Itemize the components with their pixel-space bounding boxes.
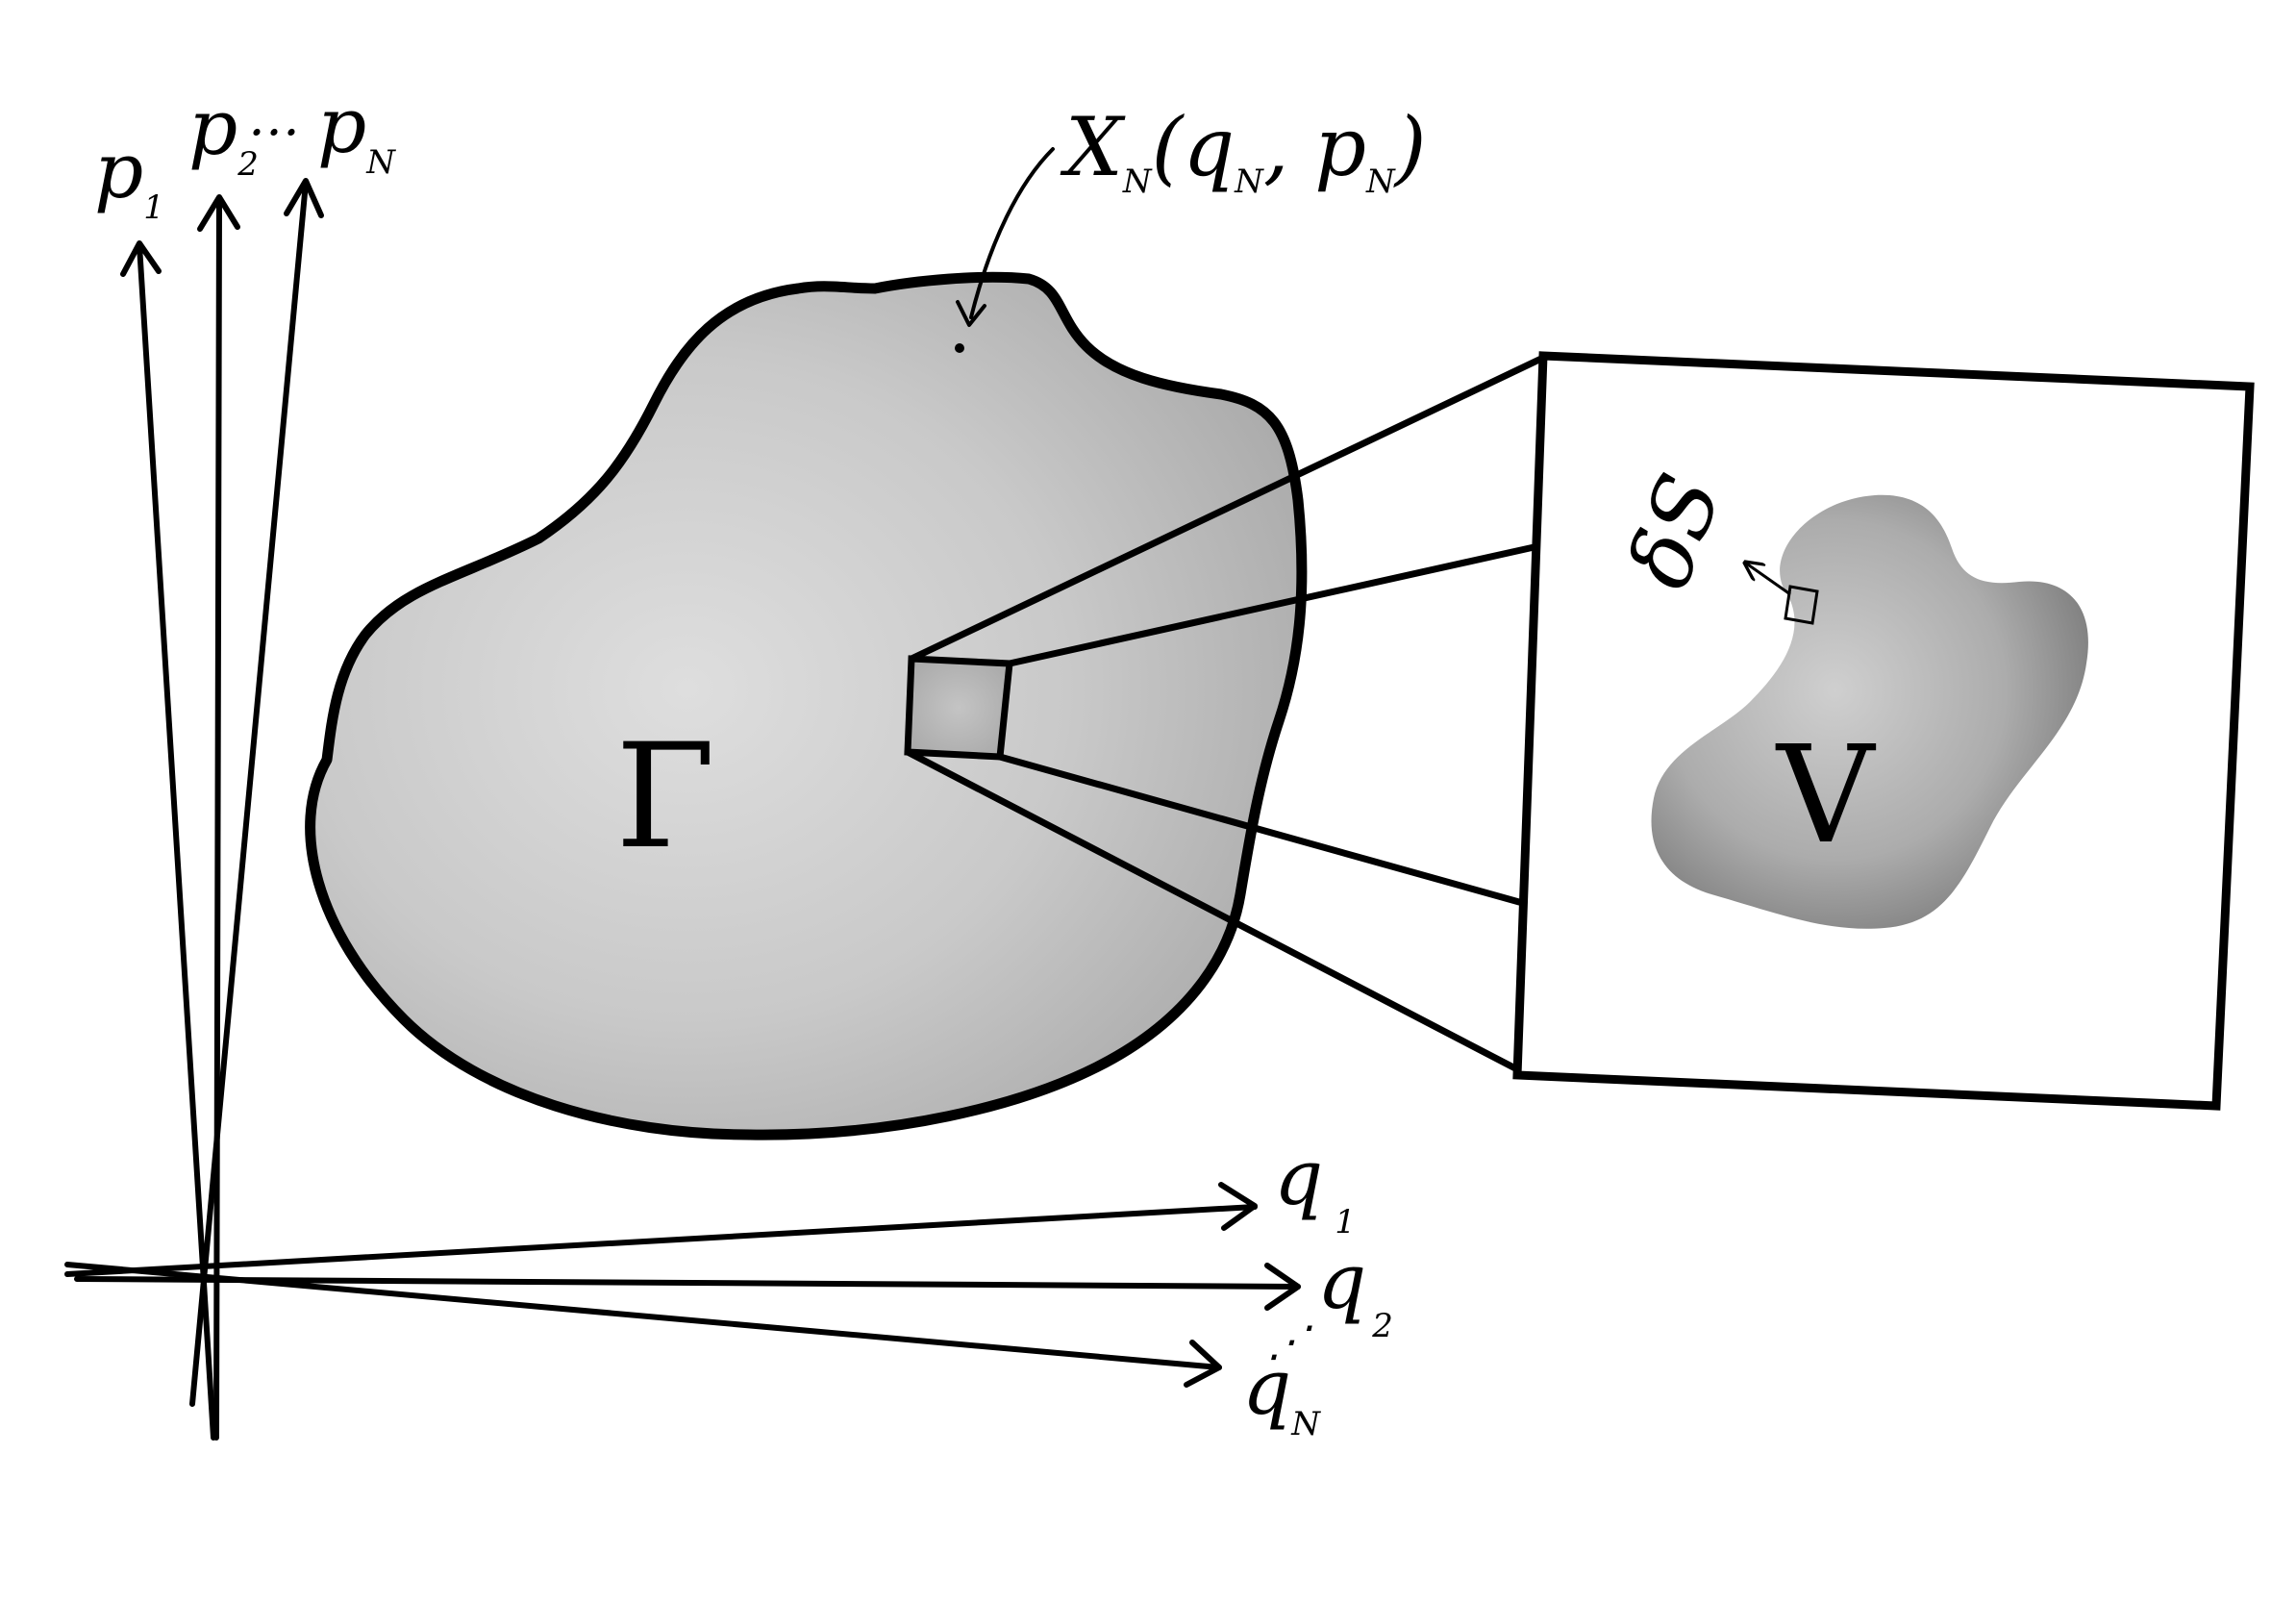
p1-axis (137, 242, 216, 1441)
phase-point-p-subscript: N (1365, 163, 1396, 201)
q-axes (64, 1182, 1301, 1388)
p2-arrowhead (197, 194, 240, 232)
phase-point-subscript: N (1122, 163, 1153, 201)
zoom-line-bottom-outer (904, 748, 1521, 1073)
phase-space-region-gamma (305, 271, 1308, 1140)
phase-point-open: (q (1152, 100, 1235, 194)
q1-axis (64, 1204, 1258, 1277)
qN-label: q (1242, 1342, 1291, 1432)
p2-axis (213, 197, 222, 1441)
svg-text:p2: p2 (188, 83, 259, 184)
qN-arrowhead (1184, 1340, 1222, 1388)
gamma-label: Γ (615, 714, 715, 881)
q2-axis (74, 1276, 1301, 1290)
pN-arrowhead (284, 178, 324, 218)
phase-point-close: ) (1393, 100, 1427, 194)
svg-text:q1: q1 (1274, 1133, 1356, 1241)
q2-label: q (1317, 1237, 1366, 1326)
phase-point-pointer (969, 147, 1055, 319)
pN-subscript: N (365, 143, 396, 182)
svg-text:q2: q2 (1317, 1237, 1393, 1345)
q1-arrowhead (1218, 1182, 1258, 1231)
phase-point-comma-p: , p (1263, 100, 1366, 194)
phase-point-q-subscript: N (1234, 163, 1264, 201)
p1-label: p (94, 126, 143, 215)
phase-point-dot (955, 343, 964, 353)
surface-element (1784, 585, 1819, 625)
volume-label: V (1775, 717, 1877, 874)
p-axes (120, 178, 324, 1441)
p1-arrowhead (120, 240, 162, 277)
zoom-lines (904, 354, 1547, 1073)
pN-axis (189, 180, 309, 1407)
q1-subscript: 1 (1335, 1203, 1356, 1241)
qN-axis (64, 1262, 1222, 1370)
svg-text:p1: p1 (94, 126, 164, 227)
q1-label: q (1274, 1133, 1323, 1222)
p1-subscript: 1 (143, 188, 164, 227)
q2-arrowhead (1264, 1263, 1301, 1311)
p2-label: p (188, 83, 237, 172)
p2-subscript: 2 (237, 145, 259, 184)
volume-region-v (1651, 494, 2088, 929)
qN-subscript: N (1290, 1405, 1321, 1443)
zoom-line-bottom-inner (996, 753, 1523, 906)
zoom-line-top-outer (908, 354, 1547, 663)
phase-point-symbol: X (1060, 100, 1126, 194)
phase-point-pointer-head (956, 300, 986, 327)
phase-point-label: XN(qN, pN) (1060, 100, 1427, 201)
svg-text:qN: qN (1242, 1342, 1321, 1443)
surface-normal-arrow (1745, 563, 1791, 596)
q-dots: ⋰ (1267, 1317, 1312, 1366)
p-dots: … (248, 87, 300, 147)
pN-label: p (317, 81, 366, 170)
zoom-line-top-inner (1006, 542, 1542, 667)
svg-text:pN: pN (317, 81, 396, 182)
phase-cell (904, 655, 1013, 761)
q2-subscript: 2 (1371, 1307, 1393, 1345)
